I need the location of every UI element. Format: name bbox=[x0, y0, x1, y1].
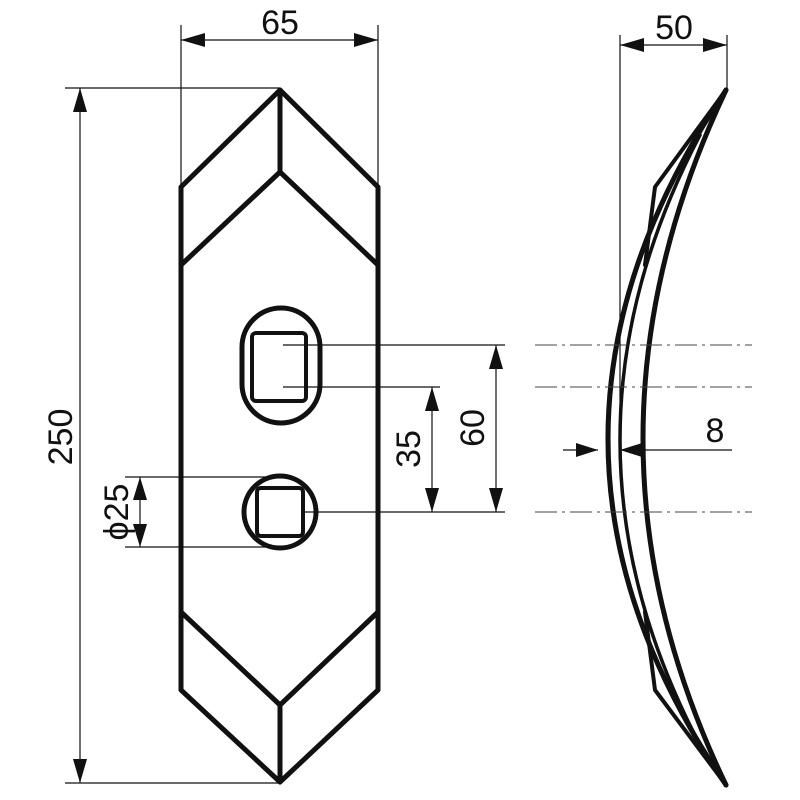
dimension-depth: 50 bbox=[619, 9, 728, 470]
arrowhead bbox=[620, 443, 642, 457]
upper-slot-outer bbox=[239, 305, 323, 426]
profile-upper-bevel bbox=[643, 88, 728, 267]
arrowhead bbox=[620, 38, 644, 52]
depth-label: 50 bbox=[655, 9, 693, 47]
arrowhead bbox=[576, 443, 598, 457]
profile-front-curve bbox=[640, 87, 729, 788]
bottom-bevel-line bbox=[178, 609, 381, 708]
profile-lower-bevel bbox=[643, 610, 728, 787]
dimension-thickness: 8 bbox=[563, 412, 732, 457]
dimension-slot-spacing: 60 bbox=[283, 344, 505, 512]
arrowhead bbox=[425, 488, 439, 512]
thickness-label: 8 bbox=[706, 412, 725, 450]
dimension-hole-diameter: ϕ25 bbox=[98, 476, 280, 548]
hole-spacing-label: 35 bbox=[390, 430, 428, 468]
dimension-width: 65 bbox=[180, 4, 379, 185]
length-label: 250 bbox=[42, 409, 80, 466]
hole-diameter-label: ϕ25 bbox=[98, 484, 136, 541]
slot-spacing-label: 60 bbox=[454, 409, 492, 447]
lower-square-hole bbox=[255, 486, 305, 538]
arrowhead bbox=[73, 759, 87, 783]
arrowhead bbox=[489, 488, 503, 512]
arrowhead bbox=[73, 88, 87, 112]
arrowhead bbox=[181, 33, 205, 47]
profile-back-curve bbox=[605, 87, 729, 788]
top-bevel-line bbox=[178, 169, 381, 268]
center-lines bbox=[535, 344, 752, 513]
profile-inner-curve bbox=[618, 133, 702, 747]
upper-slot-square bbox=[250, 331, 308, 403]
arrowhead bbox=[703, 38, 727, 52]
arrowhead bbox=[425, 387, 439, 411]
dimension-length: 250 bbox=[42, 87, 280, 784]
front-view bbox=[178, 87, 381, 785]
arrowhead bbox=[489, 345, 503, 369]
width-label: 65 bbox=[261, 4, 299, 42]
blade-outline bbox=[178, 87, 381, 785]
arrowhead bbox=[133, 477, 147, 500]
arrowhead bbox=[133, 524, 147, 547]
dimension-hole-spacing: 35 bbox=[283, 386, 505, 513]
arrowhead bbox=[354, 33, 378, 47]
